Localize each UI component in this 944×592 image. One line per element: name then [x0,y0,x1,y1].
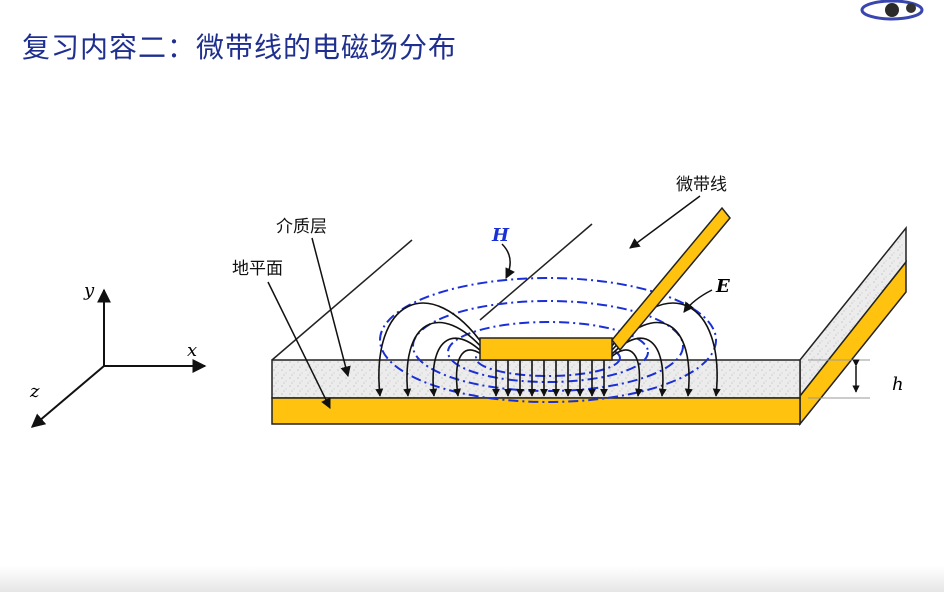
dielectric-layer [271,359,801,399]
h-field-lines [379,277,717,403]
height-dimension [808,359,870,399]
microstrip-conductor [479,206,731,361]
footer-shade [0,566,944,592]
depth-line-left [271,239,413,361]
height-label: h [892,374,904,395]
ground-label: 地平面 [232,259,283,279]
strip-label: 微带线 [676,175,727,195]
e-field-label: E [715,276,730,297]
coordinate-axes [30,288,207,428]
slide-title: 复习内容二：微带线的电磁场分布 [22,31,458,64]
annotation-arrows [267,195,713,409]
dielectric-label: 介质层 [276,217,327,237]
axis-y-label: y [83,280,95,301]
axis-z-label: z [29,381,40,402]
side-panel [799,225,907,427]
h-field-label: H [491,225,510,246]
axis-x-label: x [187,340,197,361]
institution-logo-icon [860,0,924,21]
